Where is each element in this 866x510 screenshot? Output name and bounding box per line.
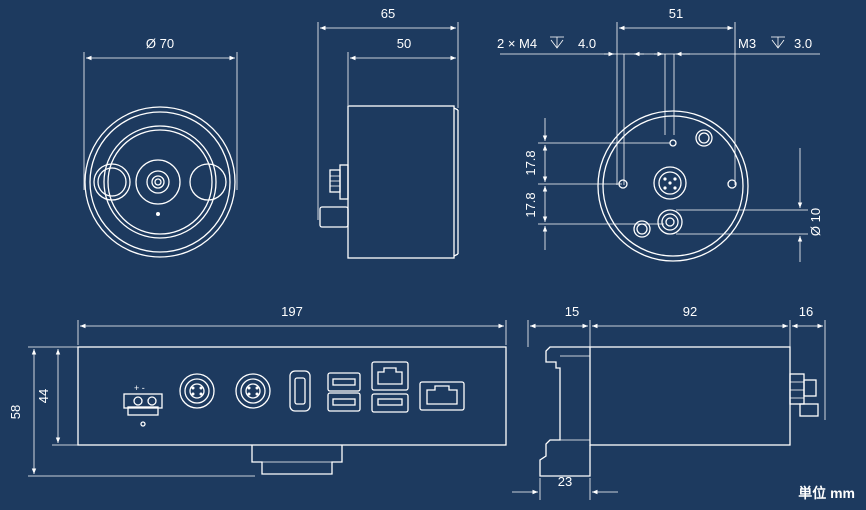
m12-connector-icon [653, 166, 687, 200]
side-port-stub [319, 206, 349, 228]
box-side-depth-left-label: 15 [565, 304, 579, 319]
rear-spacing-lower-label: 17.8 [523, 192, 538, 217]
rear-hole-spec-left: 2 × M4 [497, 36, 537, 51]
rear-view: 51 2 × M4 4.0 M3 3.0 [497, 6, 823, 262]
front-diameter-label: Ø 70 [146, 36, 174, 51]
power-terminal-icon [789, 373, 819, 417]
rear-port-diameter-label: Ø 10 [808, 208, 823, 236]
side-body [347, 105, 455, 259]
box-side-body [589, 346, 791, 446]
side-view: 65 50 [317, 6, 459, 259]
front-left-window [93, 163, 131, 201]
m12-connector-icon [235, 373, 271, 409]
power-terminal-icon: + - [123, 383, 163, 427]
m12-connector-icon [179, 373, 215, 409]
hdmi-port-icon [289, 370, 311, 412]
rear-hole-depth-left: 4.0 [578, 36, 596, 51]
depth-symbol-icon [771, 36, 785, 49]
box-front-view: 197 58 44 + - [8, 304, 507, 477]
box-side-view: 15 92 16 23 [512, 304, 826, 500]
front-outer-ring [84, 106, 236, 258]
unit-label: 単位 mm [798, 485, 855, 501]
din-rail-clip [251, 445, 343, 475]
side-body-depth-label: 50 [397, 36, 411, 51]
svg-text:+ -: + - [134, 383, 145, 393]
box-length-label: 197 [281, 304, 303, 319]
rear-hole-depth-right: 3.0 [794, 36, 812, 51]
rear-hole-spec-right: M3 [738, 36, 756, 51]
box-bracket-width-label: 23 [558, 474, 572, 489]
box-total-height-label: 58 [8, 405, 23, 419]
front-view: Ø 70 [83, 36, 238, 258]
box-body [77, 346, 507, 446]
usb-port-icon [327, 372, 361, 412]
rear-width-label: 51 [669, 6, 683, 21]
rear-spacing-upper-label: 17.8 [523, 150, 538, 175]
side-total-depth-label: 65 [381, 6, 395, 21]
rear-outer-ring [597, 110, 749, 262]
box-body-height-label: 44 [36, 389, 51, 403]
depth-symbol-icon [550, 36, 564, 49]
ethernet-port-icon [419, 381, 465, 411]
din-rail-bracket [539, 346, 591, 477]
front-right-window [189, 163, 227, 201]
side-connector-housing [339, 164, 349, 200]
box-side-depth-body-label: 92 [683, 304, 697, 319]
usb-port-icon [371, 361, 409, 413]
front-lens [135, 159, 181, 205]
rear-port [657, 209, 683, 235]
box-side-depth-right-label: 16 [799, 304, 813, 319]
